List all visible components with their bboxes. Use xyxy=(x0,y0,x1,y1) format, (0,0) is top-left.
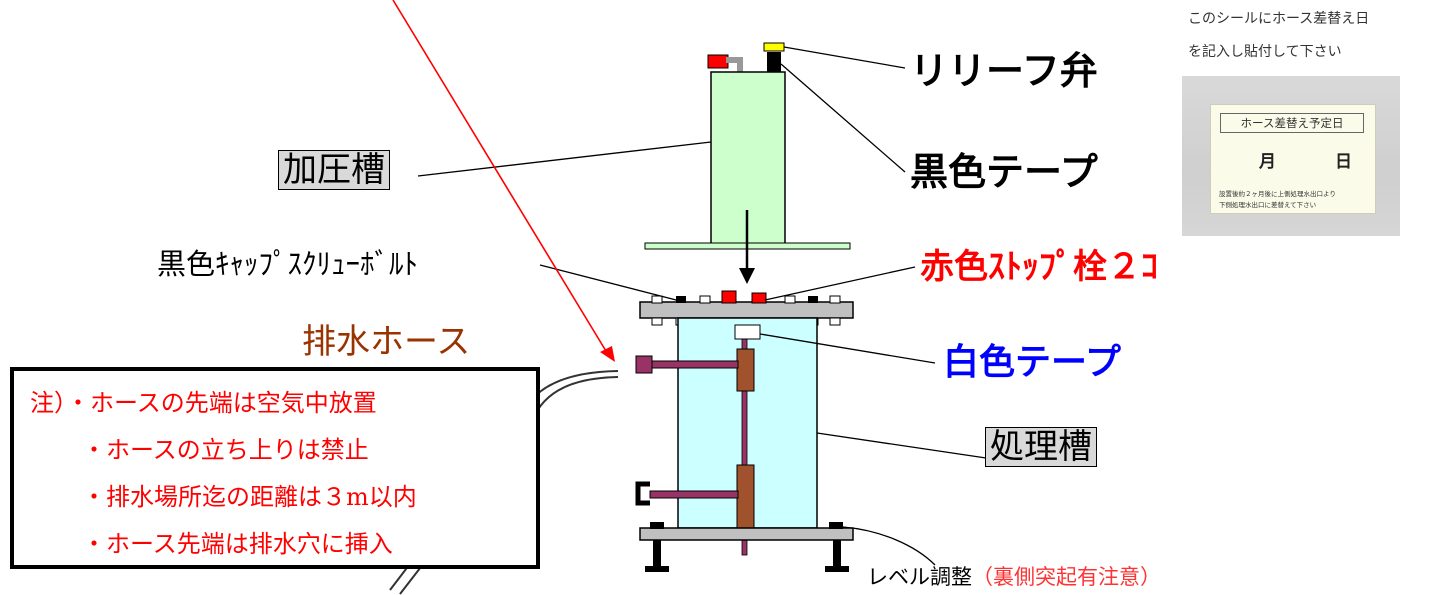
internal-pipe xyxy=(635,324,761,556)
white-tape-label: 白色テープ xyxy=(943,342,1121,383)
sticker-title: ホース差替え予定日 xyxy=(1220,113,1364,133)
pressure-tank-label: 加圧槽 xyxy=(278,150,390,190)
relief-valve-yellow xyxy=(763,42,785,52)
sticker-small-line-1: 設置後約２ヶ月後に上側処理水出口より xyxy=(1219,190,1336,198)
level-adjust-warning: （裏側突起有注意） xyxy=(972,565,1161,589)
sticker-instruction-2: を記入し貼付して下さい xyxy=(1188,44,1342,60)
pressure-tank-elbow-pipe xyxy=(726,57,743,75)
sticker-day: 日 xyxy=(1335,152,1352,172)
note-line-2: ・ホースの立ち上りは禁止 xyxy=(82,436,369,464)
red-stop-plug-1 xyxy=(721,290,737,304)
sticker-small-line-2: 下側処理水出口に差替えて下さい xyxy=(1219,201,1317,209)
note-line-4: ・ホース先端は排水穴に挿入 xyxy=(82,530,393,558)
sticker-month: 月 xyxy=(1259,152,1276,172)
sticker-label: ホース差替え予定日 月 日 設置後約２ヶ月後に上側処理水出口より 下側処理水出口… xyxy=(1210,104,1376,214)
relief-valve-label: リリーフ弁 xyxy=(910,49,1098,93)
red-stop-plug-label: 赤色ｽﾄｯﾌﾟ栓２ｺ xyxy=(920,247,1158,287)
leader-lines xyxy=(417,46,987,566)
note-line-3: ・排水場所迄の距離は３m以内 xyxy=(82,483,417,511)
treatment-tank-label: 処理槽 xyxy=(985,427,1097,467)
note-line-1: 注）・ホースの先端は空気中放置 xyxy=(30,389,377,417)
drain-hose-label: 排水ホース xyxy=(302,322,471,362)
caution-note-box: 注）・ホースの先端は空気中放置 ・ホースの立ち上りは禁止 ・排水場所迄の距離は３… xyxy=(10,367,540,569)
assembly-arrow xyxy=(739,210,755,284)
hose-replacement-sticker-photo: ホース差替え予定日 月 日 設置後約２ヶ月後に上側処理水出口より 下側処理水出口… xyxy=(1182,76,1400,236)
relief-valve-body xyxy=(767,52,781,74)
red-stop-plug-2 xyxy=(751,292,767,304)
level-adjust-label: レベル調整（裏側突起有注意） xyxy=(867,567,1161,588)
sticker-instruction-1: このシールにホース差替え日 xyxy=(1188,11,1370,27)
treatment-tank-base xyxy=(639,522,854,572)
black-cap-bolt-label: 黒色ｷｬｯﾌﾟｽｸﾘｭｰﾎﾞﾙﾄ xyxy=(157,247,419,281)
pressure-tank-red-cap xyxy=(707,54,729,69)
level-adjust-text: レベル調整 xyxy=(867,565,972,589)
red-pointer-arrow xyxy=(392,0,615,362)
black-tape-label: 黒色テープ xyxy=(910,150,1098,194)
